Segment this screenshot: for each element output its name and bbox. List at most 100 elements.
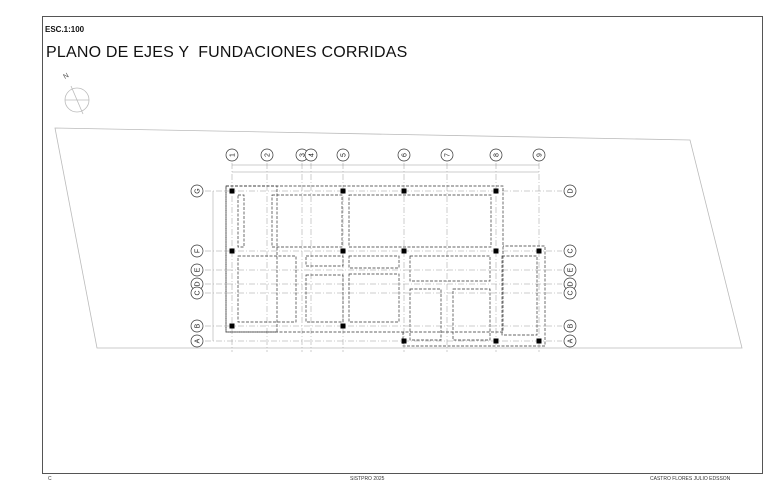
row-axis-left-B: B xyxy=(190,319,204,333)
footing-outline xyxy=(409,255,491,282)
column-axis-4: 4 xyxy=(304,148,318,162)
footing-outline xyxy=(305,255,344,267)
column xyxy=(229,323,235,329)
site-boundary xyxy=(54,127,743,349)
axis-bubble xyxy=(190,244,204,258)
column xyxy=(493,338,499,344)
footing-outline xyxy=(225,185,278,333)
column xyxy=(340,188,346,194)
column xyxy=(229,188,235,194)
footing-outline xyxy=(348,194,492,248)
row-axis-left-C: C xyxy=(190,286,204,300)
column-axis-3: 3 xyxy=(295,148,309,162)
row-axis-right-C: C xyxy=(563,244,577,258)
axis-bubble xyxy=(563,244,577,258)
axis-label: 6 xyxy=(402,153,409,157)
axis-label: C xyxy=(195,290,202,295)
axis-label: F xyxy=(195,249,202,253)
footing-outline xyxy=(237,255,297,323)
footing-outline xyxy=(237,194,245,248)
axis-bubble xyxy=(489,148,503,162)
axis-bubble xyxy=(563,334,577,348)
axis-label: E xyxy=(568,267,575,272)
footing-outline xyxy=(452,288,491,341)
footer-center: SISTPRO 2025 xyxy=(350,476,385,482)
column-axis-2: 2 xyxy=(260,148,274,162)
row-axis-right-C: C xyxy=(563,286,577,300)
axis-bubble xyxy=(190,334,204,348)
axis-bubble xyxy=(336,148,350,162)
axis-bubble xyxy=(563,286,577,300)
axis-label: C xyxy=(568,248,575,253)
column-axis-1: 1 xyxy=(225,148,239,162)
north-arrow-icon: N xyxy=(62,72,90,115)
footing-outline xyxy=(348,273,400,323)
column-axis-7: 7 xyxy=(440,148,454,162)
axis-label: 9 xyxy=(537,153,544,157)
footer-right: CASTRO FLORES JULIO EDSSON xyxy=(650,476,731,482)
row-axis-right-B: B xyxy=(563,319,577,333)
axis-bubble xyxy=(225,148,239,162)
column xyxy=(401,188,407,194)
column xyxy=(401,248,407,254)
column-axis-6: 6 xyxy=(397,148,411,162)
axis-bubble xyxy=(190,184,204,198)
axis-label: 3 xyxy=(300,153,307,157)
axis-bubble xyxy=(440,148,454,162)
row-axis-left-G: G xyxy=(190,184,204,198)
axis-label: 4 xyxy=(309,153,316,157)
column xyxy=(401,338,407,344)
drawing-title: PLANO DE EJES Y FUNDACIONES CORRIDAS xyxy=(46,44,408,61)
row-axis-left-E: E xyxy=(190,263,204,277)
column-axis-8: 8 xyxy=(489,148,503,162)
axis-bubble xyxy=(260,148,274,162)
axis-label: G xyxy=(195,188,202,193)
column xyxy=(493,248,499,254)
footer-left: C xyxy=(48,476,52,482)
axis-label: D xyxy=(195,281,202,286)
column xyxy=(493,188,499,194)
axis-bubble xyxy=(563,319,577,333)
north-label: N xyxy=(62,72,70,81)
axis-bubble xyxy=(563,184,577,198)
axis-label: A xyxy=(195,338,202,343)
axis-bubble xyxy=(190,263,204,277)
row-axis-right-E: E xyxy=(563,263,577,277)
scale-label: ESC.1:100 xyxy=(45,25,85,34)
axis-label: B xyxy=(568,323,575,328)
axis-bubble xyxy=(397,148,411,162)
axis-bubble xyxy=(563,263,577,277)
axis-label: C xyxy=(568,290,575,295)
axis-label: 5 xyxy=(341,153,348,157)
footing-outline xyxy=(305,274,344,323)
axis-bubble xyxy=(190,319,204,333)
row-axis-left-A: A xyxy=(190,334,204,348)
row-axis-left-F: F xyxy=(190,244,204,258)
axis-label: E xyxy=(195,267,202,272)
axis-label: 7 xyxy=(445,153,452,157)
row-axis-right-A: A xyxy=(563,334,577,348)
footing-outline xyxy=(409,288,442,341)
axis-bubble xyxy=(532,148,546,162)
column-axis-9: 9 xyxy=(532,148,546,162)
column xyxy=(340,248,346,254)
column xyxy=(536,338,542,344)
axis-label: D xyxy=(568,281,575,286)
footing-outline xyxy=(402,245,546,347)
drawing-frame xyxy=(42,16,763,474)
axis-label: A xyxy=(568,338,575,343)
axis-bubble xyxy=(304,148,318,162)
axis-label: D xyxy=(568,188,575,193)
column xyxy=(340,323,346,329)
footing-outline xyxy=(501,255,538,336)
footing-outline xyxy=(271,194,343,248)
column xyxy=(229,248,235,254)
axis-label: 2 xyxy=(265,153,272,157)
axis-bubble xyxy=(190,286,204,300)
row-axis-right-D: D xyxy=(563,184,577,198)
axis-label: 8 xyxy=(494,153,501,157)
axis-label: B xyxy=(195,323,202,328)
column-axis-5: 5 xyxy=(336,148,350,162)
column xyxy=(536,248,542,254)
